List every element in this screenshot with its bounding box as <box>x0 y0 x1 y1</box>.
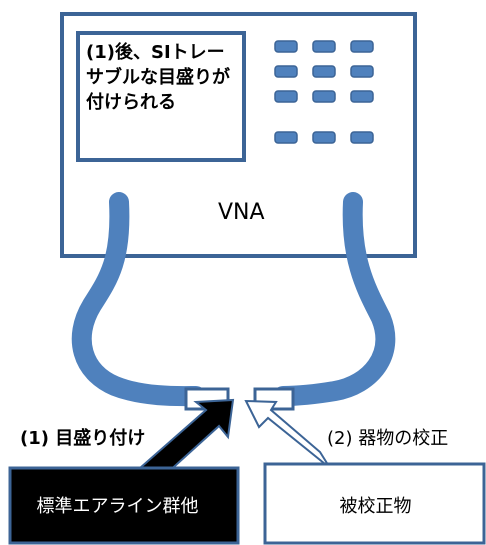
vna-key <box>312 90 336 103</box>
step1-label: (1) 目盛り付け <box>20 428 146 449</box>
vna-screen-text: (1)後、SIトレーサブルな目盛りが付けられる <box>86 42 230 113</box>
vna-keypad <box>274 40 374 144</box>
vna-key <box>312 131 336 144</box>
vna-key <box>312 65 336 78</box>
dut-box <box>263 462 486 545</box>
standard-box-label: 標準エアライン群他 <box>36 496 199 517</box>
vna-key <box>350 65 374 78</box>
vna-key <box>274 90 298 103</box>
vna-key <box>350 131 374 144</box>
arrow-dut <box>244 399 331 469</box>
vna-key <box>312 40 336 53</box>
vna-screen <box>76 31 246 162</box>
vna-key <box>350 90 374 103</box>
dut-box-label: 被校正物 <box>339 496 412 517</box>
vna-label: VNA <box>218 200 265 225</box>
cable-left <box>71 192 206 407</box>
cable-right <box>273 192 396 406</box>
standard-box <box>8 466 240 545</box>
vna-key <box>274 131 298 144</box>
vna-key <box>350 40 374 53</box>
step2-label: (2) 器物の校正 <box>327 428 449 449</box>
vna-key <box>274 65 298 78</box>
vna-key <box>274 40 298 53</box>
